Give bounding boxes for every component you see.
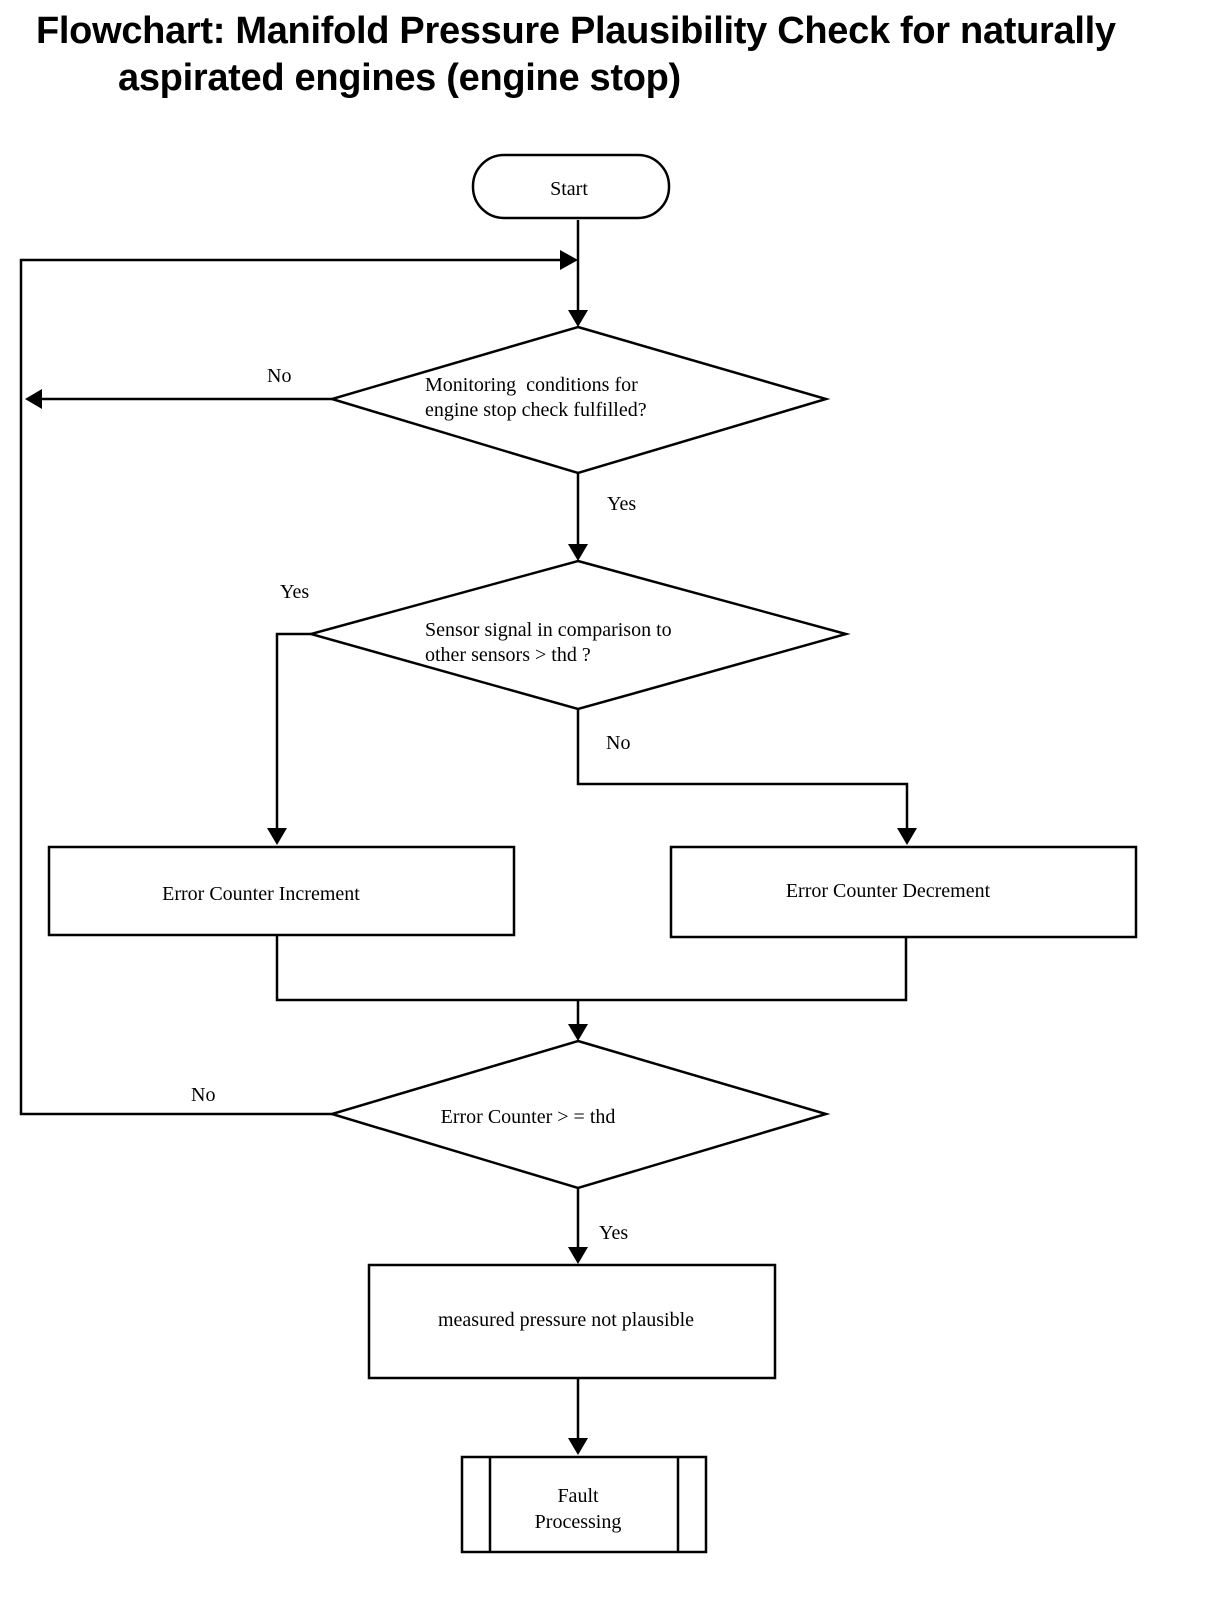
error-counter-increment-label: Error Counter Increment [162,883,360,905]
connector-sensor-yes [275,632,311,828]
error-counter-decrement-label: Error Counter Decrement [786,880,991,902]
edge-label-counter-yes: Yes [599,1222,628,1244]
arrowhead-down-counter [568,1024,588,1041]
edge-label-sensor-yes: Yes [280,581,309,603]
arrowhead-down-not-plausible [568,1247,588,1264]
title-line-2: aspirated engines (engine stop) [118,57,681,99]
start-label: Start [550,178,588,200]
error-counter-increment-box [47,845,516,937]
connector-sensor-no [576,709,909,828]
arrowhead-down-increment [267,828,287,845]
arrowhead-down-sensor [568,544,588,561]
arrowhead-left-monitoring-no [25,389,42,409]
counter-question-label: Error Counter > = thd [441,1106,616,1128]
not-plausible-label: measured pressure not plausible [438,1309,694,1331]
fault-processing-box [460,1455,708,1554]
monitoring-question-line-1: Monitoring conditions for [425,374,638,396]
decision-sensor-diamond [306,559,851,711]
title-line-1: Flowchart: Manifold Pressure Plausibilit… [36,10,1116,52]
decision-monitoring-diamond [327,325,831,475]
sensor-question-line-2: other sensors > thd ? [425,644,591,666]
page-title: Flowchart: Manifold Pressure Plausibilit… [36,8,1196,102]
fault-processing-line-2: Processing [535,1511,622,1533]
edge-label-monitoring-no: No [267,365,291,387]
connector-loop-back [19,258,560,1116]
sensor-question-line-1: Sensor signal in comparison to [425,619,672,641]
decision-counter-diamond [327,1039,831,1190]
monitoring-question-line-2: engine stop check fulfilled? [425,399,647,421]
arrowhead-right-loop [560,250,578,270]
edge-label-sensor-no: No [606,732,630,754]
arrowhead-down-decrement [897,828,917,845]
edge-label-counter-no: No [191,1084,215,1106]
start-terminator [471,153,671,220]
not-plausible-box [367,1263,777,1380]
error-counter-decrement-box [669,845,1138,939]
arrowhead-down-monitoring [568,310,588,327]
edge-label-monitoring-yes: Yes [607,493,636,515]
connector-increment-merge [275,935,908,1002]
fault-processing-line-1: Fault [557,1485,599,1507]
arrowhead-down-fault [568,1438,588,1455]
